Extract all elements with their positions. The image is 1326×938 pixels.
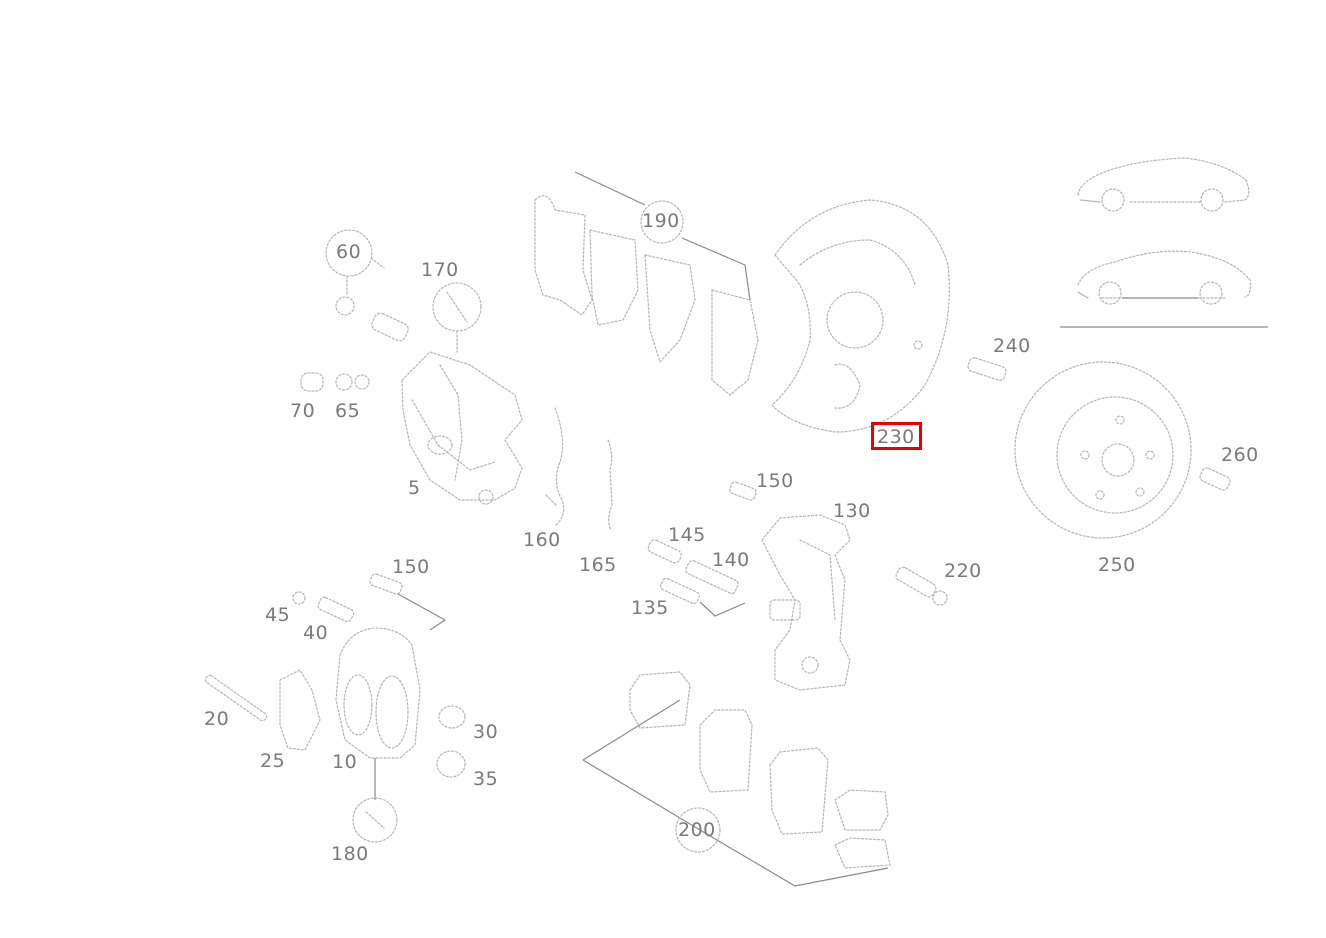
part-150-upper-drawing [729, 481, 757, 501]
callout-35[interactable]: 35 [473, 768, 499, 790]
callout-135[interactable]: 135 [631, 597, 669, 619]
callout-10[interactable]: 10 [332, 751, 358, 773]
callout-40[interactable]: 40 [303, 622, 329, 644]
callout-30[interactable]: 30 [473, 721, 499, 743]
callout-260[interactable]: 260 [1221, 444, 1259, 466]
part-250-drawing [1014, 361, 1192, 539]
callout-20[interactable]: 20 [204, 708, 230, 730]
part-5-drawing [401, 351, 523, 505]
callout-160[interactable]: 160 [523, 529, 561, 551]
part-240-drawing [967, 357, 1007, 381]
part-30-35-drawing [436, 705, 466, 778]
part-160-165-drawing [545, 407, 613, 531]
part-135-145-drawing [647, 539, 746, 617]
callout-200[interactable]: 200 [678, 819, 716, 841]
highlight-box [871, 422, 922, 450]
callout-165[interactable]: 165 [579, 554, 617, 576]
callout-45[interactable]: 45 [265, 604, 291, 626]
callout-230[interactable]: 230 [877, 426, 915, 448]
callout-145[interactable]: 145 [668, 524, 706, 546]
callout-65[interactable]: 65 [335, 400, 361, 422]
part-220-drawing [895, 566, 948, 606]
callout-5[interactable]: 5 [408, 477, 421, 499]
callout-220[interactable]: 220 [944, 560, 982, 582]
part-70-65-drawing [300, 372, 370, 392]
callout-130[interactable]: 130 [833, 500, 871, 522]
callout-190[interactable]: 190 [642, 210, 680, 232]
callout-250[interactable]: 250 [1098, 554, 1136, 576]
part-230-drawing [771, 199, 950, 433]
callout-60[interactable]: 60 [336, 241, 362, 263]
callout-25[interactable]: 25 [260, 750, 286, 772]
callout-240[interactable]: 240 [993, 335, 1031, 357]
part-200-drawing [582, 671, 891, 887]
part-190-drawing [534, 171, 759, 396]
part-170-drawing [432, 282, 482, 353]
part-260-drawing [1199, 467, 1231, 491]
callout-70[interactable]: 70 [290, 400, 316, 422]
part-60-drawing [325, 229, 409, 342]
part-20-25-drawing [204, 669, 321, 751]
vehicle-silhouettes [1060, 157, 1268, 328]
part-40-45-150-drawing [292, 573, 447, 631]
part-180-drawing [352, 797, 398, 843]
callout-140[interactable]: 140 [712, 549, 750, 571]
callout-180[interactable]: 180 [331, 843, 369, 865]
part-130-drawing [761, 514, 851, 691]
callout-150-lower[interactable]: 150 [392, 556, 430, 578]
part-10-drawing [335, 627, 421, 800]
callout-150-upper[interactable]: 150 [756, 470, 794, 492]
callout-170[interactable]: 170 [421, 259, 459, 281]
